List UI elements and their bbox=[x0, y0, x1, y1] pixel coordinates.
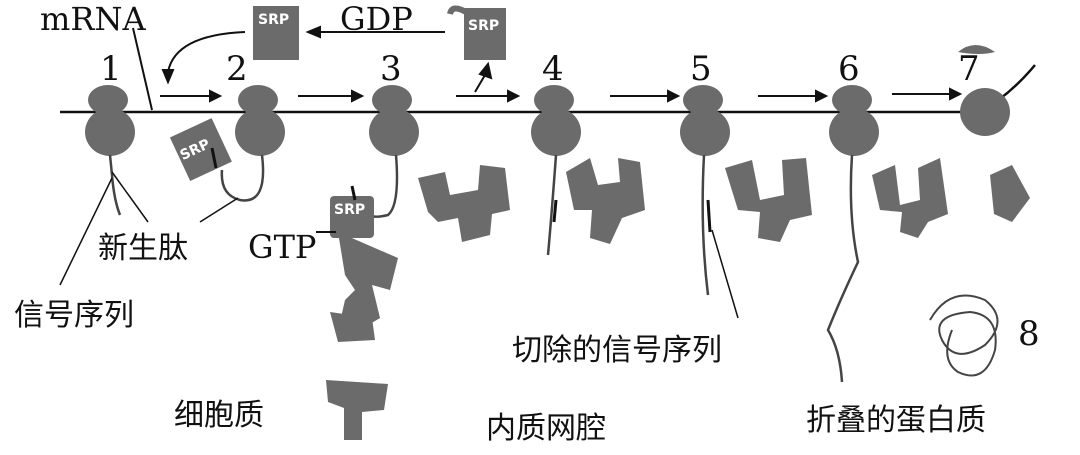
svg-text:SRP: SRP bbox=[468, 18, 499, 34]
gtp-label: GTP bbox=[248, 228, 316, 266]
step-number-1: 1 bbox=[100, 49, 122, 89]
step-number-4: 4 bbox=[542, 49, 564, 89]
mrna-pointer-line bbox=[133, 28, 152, 110]
svg-text:SRP: SRP bbox=[334, 202, 365, 218]
srp-particle-gdp: SRP bbox=[450, 8, 506, 60]
gdp-label: GDP bbox=[340, 0, 413, 38]
er-translocon bbox=[418, 158, 1030, 244]
srp-receptor-complex: SRP bbox=[326, 196, 398, 440]
ribosome bbox=[235, 85, 285, 156]
signal-sequence-label: 信号序列 bbox=[14, 298, 134, 333]
srp-recycle-arrow bbox=[163, 27, 491, 92]
step-number-2: 2 bbox=[226, 49, 248, 89]
er-lumen-label: 内质网腔 bbox=[486, 411, 606, 446]
ribosome bbox=[829, 85, 879, 156]
folded-protein-label: 折叠的蛋白质 bbox=[806, 403, 986, 438]
ribosome bbox=[531, 85, 581, 156]
cytoplasm-label: 细胞质 bbox=[174, 398, 264, 433]
ribosome bbox=[680, 85, 730, 156]
step-number-8: 8 bbox=[1018, 314, 1040, 354]
svg-text:SRP: SRP bbox=[258, 12, 289, 28]
step-number-6: 6 bbox=[838, 49, 860, 89]
folded-protein-coil bbox=[930, 296, 998, 376]
step-number-3: 3 bbox=[380, 49, 402, 89]
step-number-5: 5 bbox=[690, 49, 712, 89]
nascent-peptide-label: 新生肽 bbox=[98, 231, 188, 266]
ribosome bbox=[85, 85, 135, 156]
step-number-7: 7 bbox=[958, 49, 980, 89]
srp-particle-top: SRP bbox=[253, 6, 299, 60]
cleaved-signal-sequence-label: 切除的信号序列 bbox=[512, 333, 722, 368]
mrna-label: mRNA bbox=[40, 0, 146, 38]
ribosome bbox=[369, 85, 419, 156]
